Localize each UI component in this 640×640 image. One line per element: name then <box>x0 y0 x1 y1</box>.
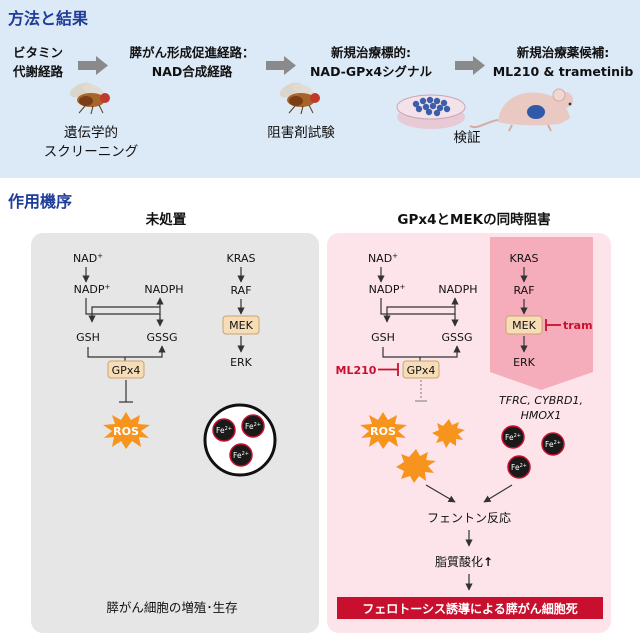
nadp-label: NADP+ <box>369 283 406 296</box>
fe2-ion: Fe2+ <box>229 443 253 467</box>
ros-burst-icon <box>396 449 436 483</box>
fe2-ion: Fe2+ <box>507 455 531 479</box>
nad-label: NAD+ <box>368 252 398 265</box>
raf-label: RAF <box>513 284 534 297</box>
right-outcome: フェロトーシス誘導による膵がん細胞死 <box>362 601 577 616</box>
nadph-label: NADPH <box>438 283 477 296</box>
trametinib-label: tram <box>563 319 593 332</box>
flow-arrow-3 <box>455 56 485 75</box>
step2-line1: 膵がん形成促進経路： <box>129 45 254 60</box>
svg-text:Fe2+: Fe2+ <box>233 451 249 460</box>
erk-label: ERK <box>230 356 253 369</box>
ros-label: ROS <box>370 425 396 438</box>
iron-genes-line2: HMOX1 <box>521 409 562 422</box>
svg-text:Fe2+: Fe2+ <box>245 422 261 431</box>
left-nad-pathway: NAD+ NADP+ NADPH GSH GSSG GPx4 ROS <box>73 252 184 449</box>
gpx4-label: GPx4 <box>112 364 141 377</box>
fruit-fly-icon <box>69 82 110 115</box>
gssg-label: GSSG <box>146 331 177 344</box>
right-iron-ions: Fe2+ Fe2+ Fe2+ <box>501 425 565 479</box>
mek-node <box>222 315 260 335</box>
gpx4-label: GPx4 <box>407 364 436 377</box>
ros-to-fenton-arrow <box>425 484 456 503</box>
fruit-fly-icon <box>279 82 320 115</box>
methods-heading: 方法と結果 <box>8 9 88 28</box>
caption-inhibitor-test: 阻害剤試験 <box>267 125 335 141</box>
step3-line2: NAD-GPx4シグナル <box>310 64 433 79</box>
step4-line2: ML210 & trametinib <box>493 64 634 79</box>
gsh-label: GSH <box>76 331 100 344</box>
svg-text:Fe2+: Fe2+ <box>511 463 527 472</box>
step1-line1: ビタミン <box>13 45 63 60</box>
left-kras-pathway: KRAS RAF MEK ERK <box>222 252 260 369</box>
gpx4-node <box>107 360 145 379</box>
flow-arrow-1 <box>78 56 108 75</box>
lipid-oxidation-label: 脂質酸化↑ <box>435 554 493 569</box>
petri-dish-icon <box>396 94 466 129</box>
caption-genetic-line2: スクリーニング <box>44 144 139 160</box>
left-iron-pool: Fe2+ Fe2+ Fe2+ <box>203 403 277 477</box>
left-outcome: 膵がん細胞の増殖･生存 <box>106 600 237 615</box>
right-nad-pathway: NAD+ NADP+ NADPH GSH GSSG GPx4 ML210 ROS <box>336 252 478 483</box>
mechanism-heading: 作用機序 <box>8 192 72 211</box>
step4-line1: 新規治療薬候補: <box>517 45 610 60</box>
fe2-ion: Fe2+ <box>501 425 525 449</box>
ros-burst-icon <box>432 419 465 448</box>
kras-label: KRAS <box>510 252 539 265</box>
mek-label: MEK <box>512 319 536 332</box>
mouse-icon <box>469 88 573 132</box>
flow-arrow-2 <box>266 56 296 75</box>
top-section-background <box>0 0 640 178</box>
svg-text:Fe2+: Fe2+ <box>216 426 232 435</box>
svg-text:Fe2+: Fe2+ <box>505 433 521 442</box>
fe2-ion: Fe2+ <box>212 418 236 442</box>
gsh-label: GSH <box>371 331 395 344</box>
ros-burst-icon <box>360 412 407 449</box>
ferroptosis-outcome-bar <box>337 597 603 619</box>
mek-node <box>505 315 543 335</box>
gssg-label: GSSG <box>441 331 472 344</box>
kras-label: KRAS <box>227 252 256 265</box>
gpx4-node <box>402 360 440 379</box>
dual-inhibition-title: GPx4とMEKの同時阻害 <box>397 211 550 228</box>
step2-line2: NAD合成経路 <box>152 64 233 79</box>
ros-burst-icon <box>103 412 150 449</box>
iron-genes-line1: TFRC, CYBRD1, <box>499 394 583 407</box>
svg-text:Fe2+: Fe2+ <box>545 440 561 449</box>
nad-label: NAD+ <box>73 252 103 265</box>
untreated-title: 未処置 <box>146 211 187 228</box>
ml210-label: ML210 <box>336 364 377 377</box>
kras-pathway-banner <box>490 237 593 390</box>
ros-label: ROS <box>113 425 139 438</box>
fe2-ion: Fe2+ <box>241 414 265 438</box>
right-kras-pathway: KRAS RAF MEK tram ERK <box>490 237 593 390</box>
iron-to-fenton-arrow <box>483 484 513 503</box>
step1-line2: 代謝経路 <box>12 64 64 79</box>
step3-line1: 新規治療標的: <box>331 45 411 60</box>
caption-genetic-line1: 遺伝学的 <box>64 125 118 141</box>
nadph-label: NADPH <box>144 283 183 296</box>
erk-label: ERK <box>513 356 536 369</box>
mek-label: MEK <box>229 319 253 332</box>
fenton-reaction-label: フェントン反応 <box>427 511 511 525</box>
raf-label: RAF <box>230 284 251 297</box>
nadp-label: NADP+ <box>74 283 111 296</box>
caption-verification: 検証 <box>454 130 481 146</box>
fe2-ion: Fe2+ <box>541 432 565 456</box>
